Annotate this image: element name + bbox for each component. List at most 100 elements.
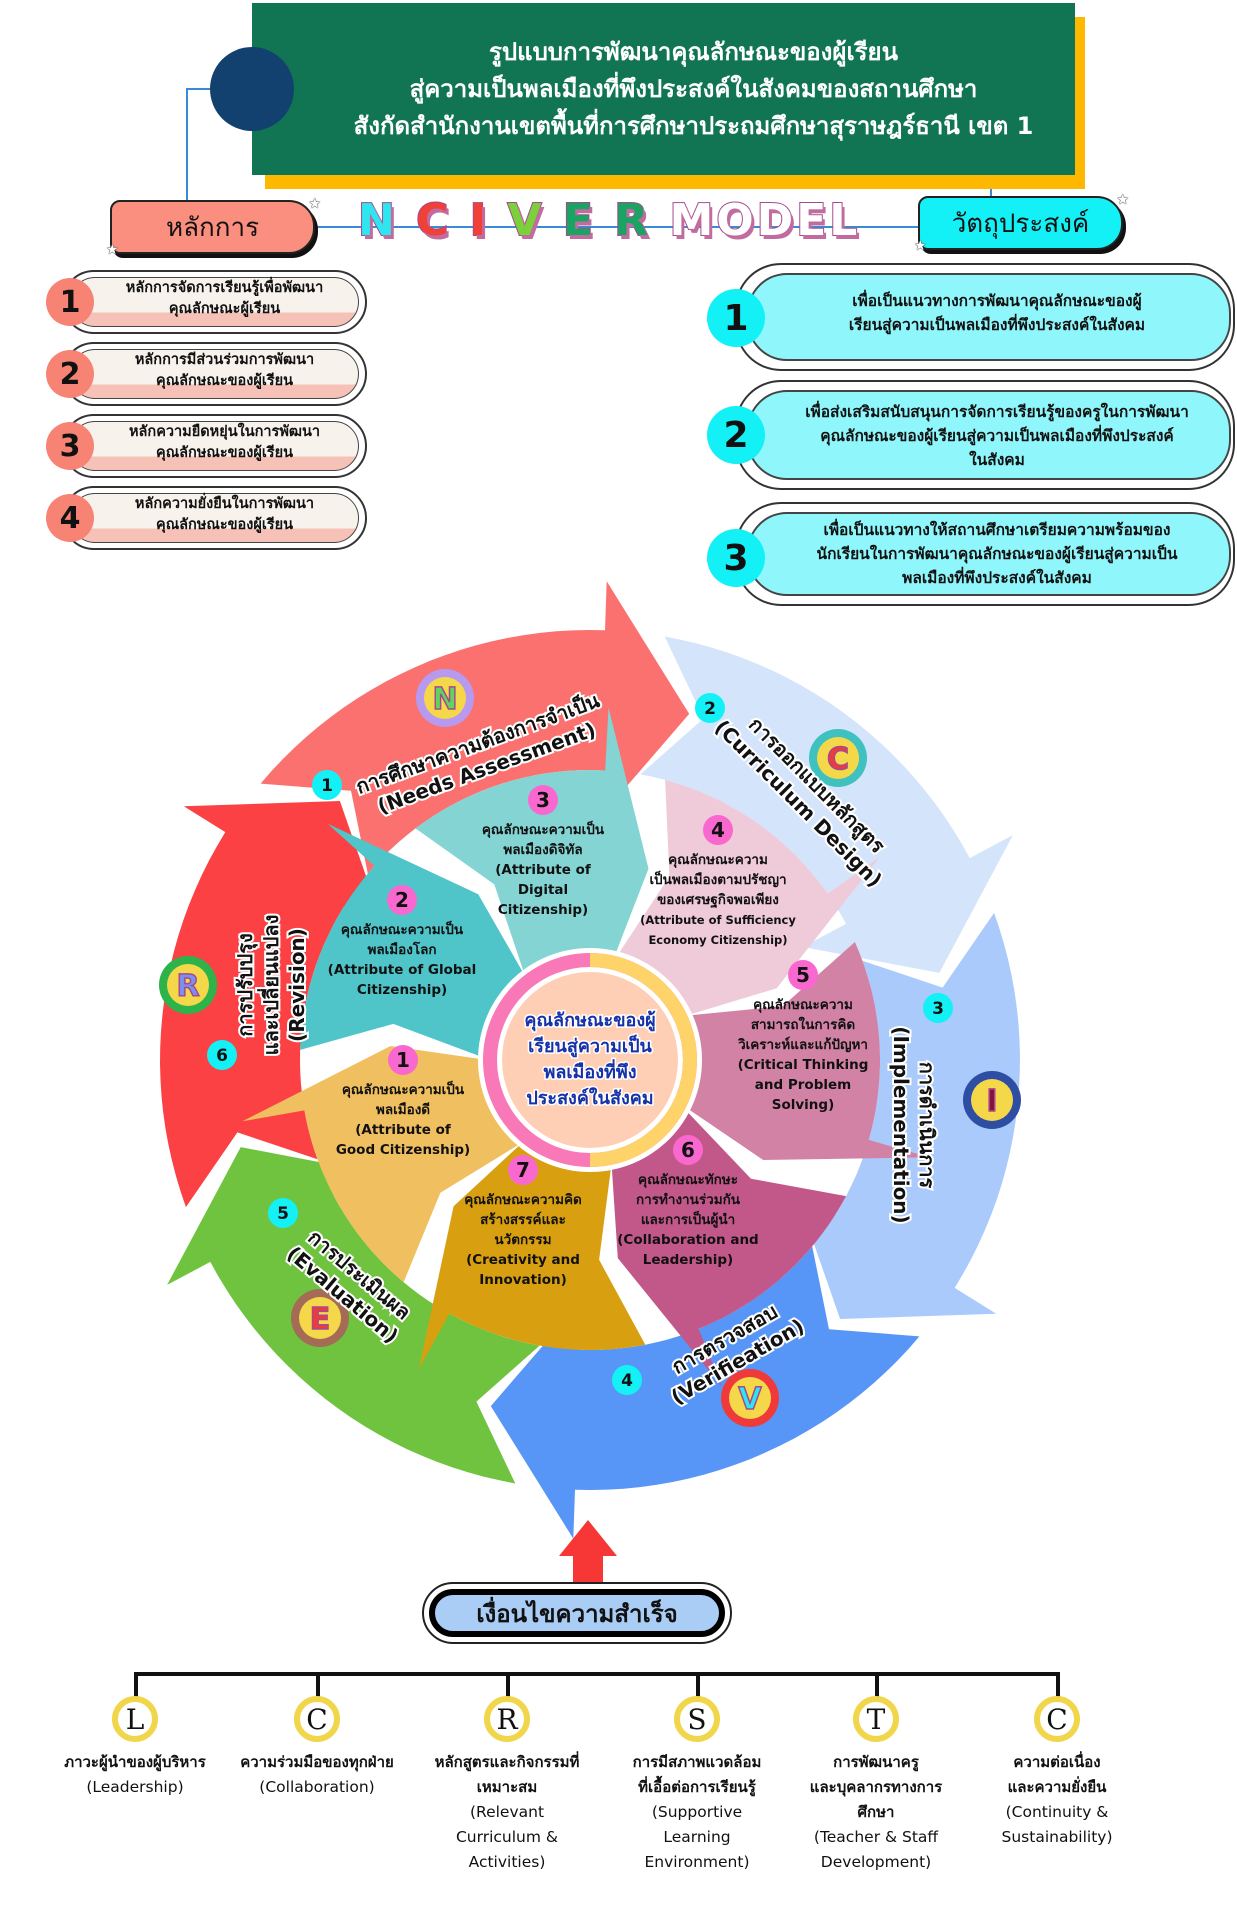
- step-letter-icon: C: [827, 742, 849, 777]
- objective-number: 1: [707, 289, 765, 347]
- principle-item: 4 หลักความยั่งยืนในการพัฒนา คุณลักษณะของ…: [46, 486, 367, 550]
- center-core: คุณลักษณะของผู้เรียนสู่ความเป็นพลเมืองที…: [478, 948, 702, 1172]
- objective-number: 2: [707, 406, 765, 464]
- connector-line: [186, 88, 212, 90]
- objective-card: [747, 273, 1231, 361]
- step-label: การดำเนินการ(Implementation): [887, 1024, 941, 1225]
- attribute-number-badge: [788, 960, 818, 990]
- factor-en-line: Sustainability): [1001, 1828, 1113, 1846]
- factor-en-line: (Teacher & Staff: [813, 1828, 939, 1846]
- factor-title-line: และความยั่งยืน: [1007, 1778, 1107, 1796]
- attribute-text: คุณลักษณะทักษะการทำงานร่วมกันและการเป็นผ…: [617, 1172, 758, 1268]
- attribute-text-line: คุณลักษณะความเป็น: [482, 820, 605, 838]
- step-number: 3: [932, 999, 944, 1019]
- principle-text-line: หลักความยั่งยืนในการพัฒนา: [134, 496, 315, 512]
- attribute-text-line: (Critical Thinking: [738, 1057, 869, 1073]
- center-text-line: ประสงค์ในสังคม: [526, 1087, 653, 1109]
- attribute-number: 6: [681, 1138, 695, 1162]
- factor-title-th: ความร่วมมือของทุกฝ่าย: [227, 1750, 407, 1775]
- objective-item: 3 เพื่อเป็นแนวทางให้สถานศึกษาเตรียมความพ…: [707, 502, 1235, 606]
- step-number: 2: [704, 699, 716, 719]
- step-number-badge: [268, 1198, 298, 1228]
- attribute-number: 2: [395, 888, 409, 912]
- attribute-number: 4: [711, 818, 725, 842]
- attribute-text: คุณลักษณะความเป็นพลเมืองตามปรัชญาของเศรษ…: [640, 852, 796, 947]
- factor-title-line: ความร่วมมือของทุกฝ่าย: [240, 1753, 394, 1771]
- cycle-wheel: คุณลักษณะของผู้เรียนสู่ความเป็นพลเมืองที…: [159, 581, 1021, 1582]
- factor-title-line: ภาวะผู้นำของผู้บริหาร: [64, 1753, 206, 1771]
- factor-en-line: Environment): [644, 1853, 750, 1871]
- principle-number: 3: [46, 422, 94, 470]
- attribute-text: คุณลักษณะความคิดสร้างสรรค์และนวัตกรรม(Cr…: [464, 1192, 582, 1288]
- factor-en-line: (Continuity &: [1005, 1803, 1109, 1821]
- center-ring-yellow: [589, 953, 697, 1167]
- step-letter-inner: [971, 1079, 1013, 1121]
- attribute-text-line: คุณลักษณะทักษะ: [638, 1172, 738, 1188]
- factor-title-th: การพัฒนาครูและบุคลากรทางการศึกษา: [786, 1750, 966, 1825]
- attribute-number-badge: [388, 1045, 418, 1075]
- cycle-step-arrow: [260, 581, 690, 874]
- step-letter-icon: R: [176, 969, 199, 1004]
- objective-text-line: เรียนสู่ความเป็นพลเมืองที่พึงประสงค์ในสั…: [848, 316, 1146, 334]
- step-label: การปรับปรุงและเปลี่ยนแปลง(Revision): [231, 913, 311, 1058]
- objective-text: เพื่อเป็นแนวทางให้สถานศึกษาเตรียมความพร้…: [767, 518, 1227, 590]
- principle-number: 4: [46, 494, 94, 542]
- cycle-step-arrow: [160, 801, 386, 1208]
- attribute-text: คุณลักษณะความเป็นพลเมืองโลก(Attribute of…: [328, 920, 477, 998]
- factor-title-en: (Continuity & Sustainability): [967, 1800, 1147, 1850]
- objective-number: 3: [707, 529, 765, 587]
- attribute-text: คุณลักษณะความเป็นพลเมืองดิจิทัล(Attribut…: [482, 820, 605, 918]
- up-arrow-icon: [559, 1520, 617, 1582]
- factor-letter-badge: L: [112, 1696, 158, 1742]
- model-letter: N: [357, 194, 398, 247]
- attribute-number: 3: [536, 788, 550, 812]
- step-letter-icon: E: [310, 1302, 331, 1337]
- attribute-text-line: คุณลักษณะความ: [753, 997, 853, 1013]
- principle-text: หลักความยั่งยืนในการพัฒนา คุณลักษณะของผู…: [94, 494, 355, 536]
- model-letter: E: [562, 194, 596, 247]
- header-title-box: รูปแบบการพัฒนาคุณลักษณะของผู้เรียน สู่คว…: [252, 3, 1075, 175]
- center-text-line: คุณลักษณะของผู้: [524, 1010, 655, 1032]
- objectives-tag: วัตถุประสงค์ ★ ★: [914, 192, 1129, 254]
- step-letter-inner: [729, 1377, 771, 1419]
- attribute-text-line: คุณลักษณะความคิด: [464, 1192, 582, 1208]
- model-suffix: MODEL: [668, 194, 861, 247]
- success-conditions-label: เงื่อนไขความสำเร็จ: [429, 1589, 725, 1637]
- header-title-line: สู่ความเป็นพลเมืองที่พึงประสงค์ในสังคมขอ…: [409, 74, 978, 103]
- factor-title-line: ความต่อเนื่อง: [1013, 1753, 1101, 1771]
- header-title-line: สังกัดสำนักงานเขตพื้นที่การศึกษาประถมศึก…: [353, 111, 1034, 140]
- factor-en-line: (Leadership): [86, 1778, 184, 1796]
- factor-title-line: การมีสภาพแวดล้อม: [632, 1753, 762, 1771]
- principle-text-line: คุณลักษณะของผู้เรียน: [156, 373, 293, 389]
- factor-title-line: ศึกษา: [857, 1803, 895, 1821]
- attribute-text-line: และการเป็นผู้นำ: [641, 1210, 735, 1228]
- model-letter: R: [613, 194, 652, 247]
- step-label-en: (Revision): [285, 928, 309, 1042]
- principle-text-line: คุณลักษณะผู้เรียน: [168, 301, 281, 317]
- step-number-badge: [312, 770, 342, 800]
- attribute-text-line: สร้างสรรค์และ: [480, 1211, 566, 1228]
- step-letter-icon: N: [432, 682, 457, 717]
- attribute-text-line: Good Citizenship): [336, 1142, 470, 1158]
- step-label-en: (Implementation): [889, 1026, 913, 1223]
- factor-title-line: ที่เอื้อต่อการเรียนรู้: [638, 1778, 756, 1796]
- attribute-text-line: (Attribute of: [495, 862, 591, 878]
- attribute-arrow: [618, 779, 880, 1033]
- attribute-arrow: [242, 1046, 544, 1283]
- factor-connector: [1056, 1672, 1060, 1702]
- factor-connector: [506, 1672, 510, 1702]
- step-letter-inner: [167, 964, 209, 1006]
- step-number: 6: [216, 1046, 228, 1066]
- principle-text: หลักการจัดการเรียนรู้เพื่อพัฒนา คุณลักษณ…: [94, 278, 355, 320]
- objective-text-line: พลเมืองที่พึงประสงค์ในสังคม: [902, 569, 1092, 587]
- step-number-badge: [207, 1040, 237, 1070]
- attribute-text-line: (Attribute of Sufficiency: [640, 913, 796, 927]
- success-conditions-badge: เงื่อนไขความสำเร็จ: [422, 1582, 732, 1644]
- attribute-text-line: (Attribute of: [355, 1122, 451, 1138]
- factor-title-line: และบุคลากรทางการ: [809, 1778, 943, 1796]
- factor-en-line: (Relevant: [469, 1803, 545, 1821]
- attribute-arrow: [418, 1101, 646, 1369]
- factor-letter-badge: R: [484, 1696, 530, 1742]
